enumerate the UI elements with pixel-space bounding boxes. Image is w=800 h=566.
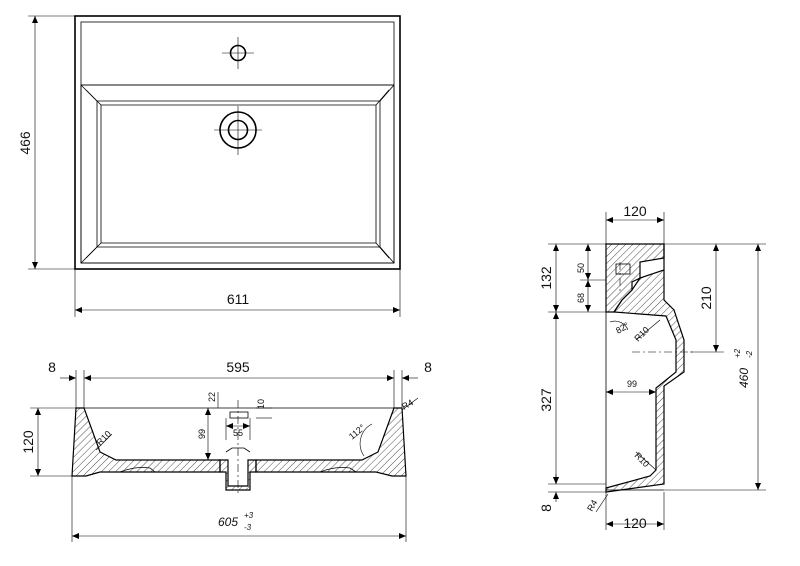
front-overall-width-label: 605: [218, 515, 238, 529]
front-left-rim-label: 8: [48, 359, 56, 375]
front-radius-edge-label: R4: [400, 397, 415, 411]
side-overall-tol-minus: -2: [745, 350, 754, 358]
top-view: 466 611: [17, 15, 401, 317]
side-angle-label: 82°: [614, 320, 631, 336]
side-radius-lower-label: R10: [633, 450, 652, 469]
front-right-rim-label: 8: [424, 359, 432, 375]
front-overall-tol-minus: -3: [244, 523, 252, 532]
front-right-wall: [255, 407, 407, 477]
drain-hole-icon: [214, 106, 262, 155]
front-overall-tol-plus: +3: [244, 511, 254, 520]
side-section: 120 120 132 327 8 50 68 210 460 +2: [538, 203, 766, 531]
front-inner-width-label: 595: [226, 359, 250, 375]
side-dim-132: 132: [538, 266, 554, 290]
basin-outline: [74, 15, 401, 270]
front-left-wall: [71, 407, 221, 477]
side-overall-height-label: 460: [737, 368, 751, 388]
side-overflow: [615, 263, 631, 275]
front-drain-55: 55: [233, 428, 243, 438]
basin-rim-inner: [80, 21, 395, 264]
side-radius-upper-label: R10: [632, 325, 651, 344]
bowl-floor: [96, 100, 381, 248]
front-angle-label: 112°: [347, 422, 367, 441]
overflow-slot: [229, 411, 249, 419]
front-drain-22: 22: [207, 392, 217, 402]
side-dim-210: 210: [698, 286, 714, 310]
side-dim-50: 50: [576, 263, 586, 273]
front-drain-99: 99: [197, 429, 207, 439]
side-dim-327: 327: [538, 388, 554, 412]
front-height-label: 120: [20, 430, 36, 454]
bowl-floor-inner: [100, 104, 377, 244]
front-section: 595 8 8 120 605 +3 -3 R10 R4 112° 22 99: [20, 359, 432, 542]
front-drain-10: 10: [256, 399, 266, 409]
front-drain-spout: [219, 459, 257, 491]
side-top-width-label: 120: [623, 203, 647, 219]
side-radius-edge-label: R4: [585, 498, 599, 513]
side-dim-68: 68: [576, 293, 586, 303]
side-dim-99: 99: [627, 379, 637, 389]
side-bottom-width-label: 120: [623, 515, 647, 531]
top-width-label: 611: [227, 291, 250, 307]
top-depth-label: 466: [17, 131, 33, 155]
side-overall-tol-plus: +2: [733, 348, 742, 358]
side-dim-8: 8: [538, 504, 554, 512]
tap-hole-icon: [222, 37, 254, 69]
